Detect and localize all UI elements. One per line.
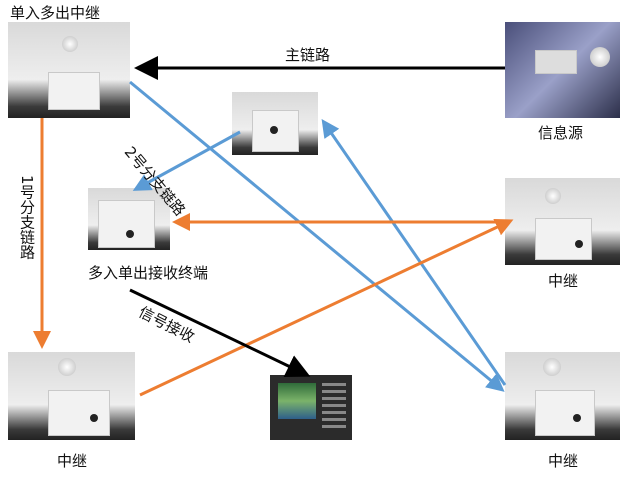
relay-right-mid-photo	[505, 178, 620, 265]
info-source-photo	[505, 22, 620, 118]
branch2-arrow-to-receiver	[132, 130, 241, 191]
source-relay-photo	[8, 22, 130, 118]
receiver-photo	[88, 188, 170, 250]
main-link-label: 主链路	[285, 46, 331, 64]
info-source-label: 信息源	[538, 124, 584, 142]
relay-bottom-left-label: 中继	[57, 452, 88, 470]
relay-bottom-left-photo	[8, 352, 135, 440]
branch2-arrow-to-intermediate	[321, 119, 507, 386]
relay-right-mid-label: 中继	[548, 272, 579, 290]
signal-rx-arrow	[129, 288, 311, 378]
branch1-label: 1号分支链路	[18, 175, 36, 260]
relay-bottom-right-photo	[505, 352, 620, 440]
relay-bottom-right-label: 中继	[548, 452, 579, 470]
branch2-arrow-to-bottom-right	[129, 80, 505, 392]
source-relay-label: 单入多出中继	[10, 4, 101, 22]
branch1-arrow-to-right-relay	[139, 218, 514, 397]
receiver-label: 多入单出接收终端	[88, 264, 209, 282]
intermediate-relay-photo	[232, 92, 318, 155]
oscilloscope-photo	[270, 375, 352, 440]
